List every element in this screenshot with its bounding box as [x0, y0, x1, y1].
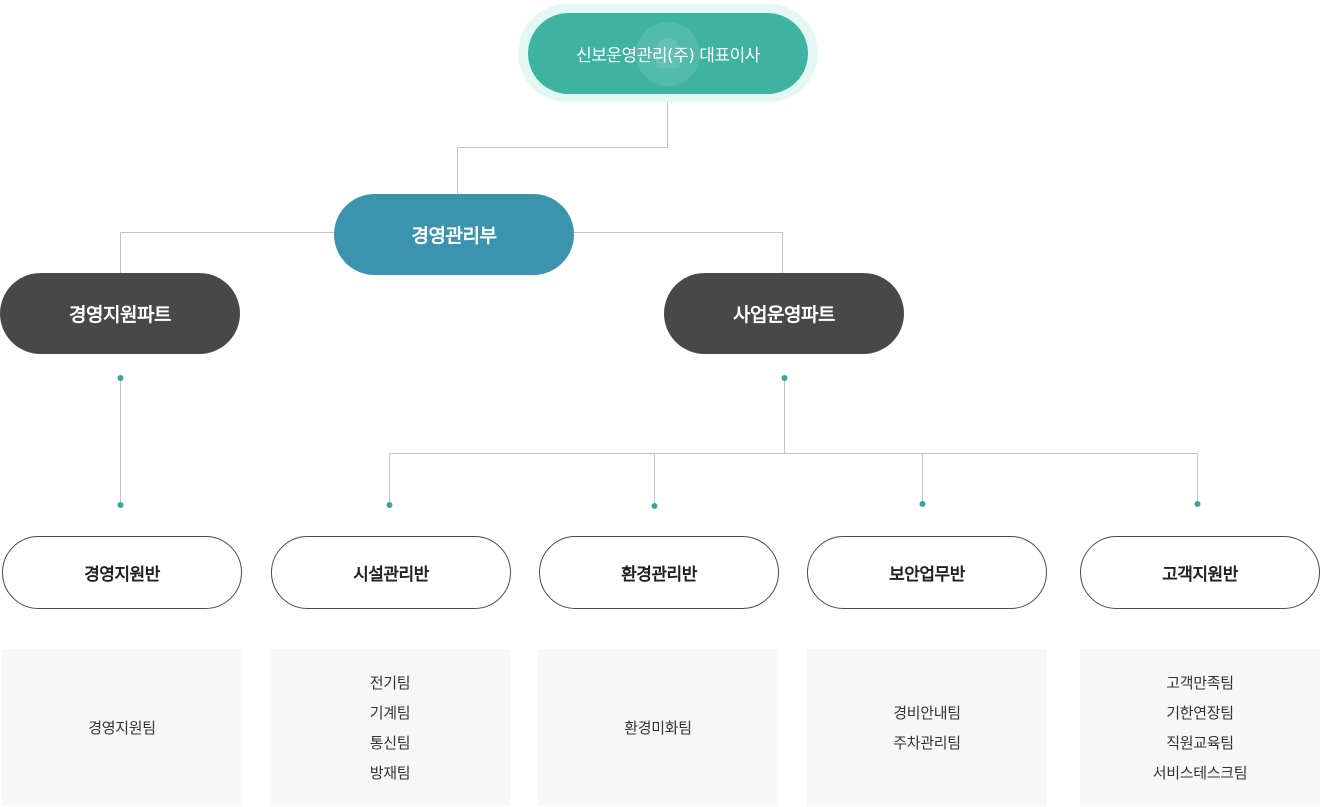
team-item: 방재팀	[369, 763, 411, 782]
company-emblem-icon	[636, 21, 700, 86]
unit-node-security: 보안업무반	[807, 536, 1047, 609]
team-item: 고객만족팀	[1166, 673, 1234, 692]
team-item: 주차관리팀	[893, 733, 961, 752]
unit-label: 경영지원반	[84, 565, 160, 585]
department-to-operation-part-line	[574, 232, 783, 273]
team-list-security: 경비안내팀 주차관리팀	[807, 649, 1047, 806]
team-item: 서비스테스크팀	[1152, 763, 1248, 782]
department-label: 경영관리부	[411, 225, 497, 247]
department-to-support-part-line	[120, 232, 334, 273]
unit-node-management-support: 경영지원반	[2, 536, 242, 609]
unit-node-environment: 환경관리반	[539, 536, 779, 609]
connector-dot	[651, 503, 658, 509]
connector-dot	[117, 375, 124, 381]
ceo-to-department-line	[457, 102, 668, 194]
part-label: 사업운영파트	[733, 304, 835, 326]
connector-dot	[386, 502, 393, 508]
team-item: 기계팀	[369, 703, 411, 722]
team-item: 기한연장팀	[1166, 703, 1234, 722]
team-list-management-support: 경영지원팀	[2, 649, 242, 806]
team-item: 전기팀	[369, 673, 411, 692]
team-item: 직원교육팀	[1166, 733, 1234, 752]
connector-dot	[1194, 501, 1201, 507]
ceo-label: 신보운영관리(주) 대표이사	[576, 46, 760, 66]
connector-dot	[117, 502, 124, 508]
ceo-node: 신보운영관리(주) 대표이사	[528, 13, 808, 94]
team-item: 통신팀	[369, 733, 411, 752]
team-item: 경영지원팀	[88, 718, 156, 737]
team-list-facility: 전기팀 기계팀 통신팀 방재팀	[270, 649, 510, 806]
team-item: 경비안내팀	[893, 703, 961, 722]
unit-label: 환경관리반	[621, 565, 697, 585]
unit-node-customer-support: 고객지원반	[1080, 536, 1320, 609]
connector-dot	[781, 375, 788, 381]
unit-label: 보안업무반	[889, 565, 965, 585]
unit-label: 시설관리반	[353, 565, 429, 585]
team-item: 환경미화팀	[624, 718, 692, 737]
team-list-environment: 환경미화팀	[538, 649, 778, 806]
part-node-management-support: 경영지원파트	[0, 273, 240, 354]
unit-label: 고객지원반	[1162, 565, 1238, 585]
team-list-customer-support: 고객만족팀 기한연장팀 직원교육팀 서비스테스크팀	[1080, 649, 1320, 806]
connector-dot	[919, 501, 926, 507]
unit-node-facility: 시설관리반	[271, 536, 511, 609]
part-node-business-operation: 사업운영파트	[664, 273, 904, 354]
part-label: 경영지원파트	[69, 304, 171, 326]
department-node: 경영관리부	[334, 194, 574, 275]
